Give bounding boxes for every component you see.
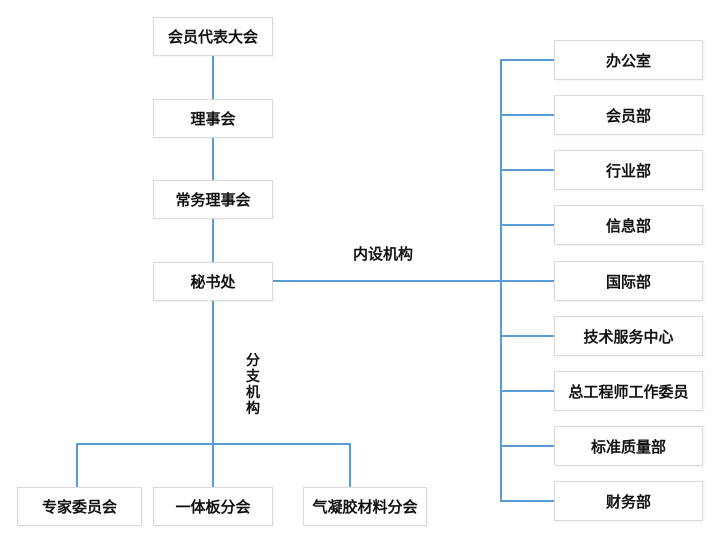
node-chief-engineer-committee: 总工程师工作委员 <box>554 371 703 411</box>
node-expert-committee: 专家委员会 <box>17 487 142 526</box>
connector-line <box>212 219 214 262</box>
node-finance-dept: 财务部 <box>554 481 703 521</box>
connector-line <box>501 114 555 116</box>
node-office: 办公室 <box>554 40 703 80</box>
connector-line <box>212 138 214 180</box>
node-standards-quality-dept: 标准质量部 <box>554 426 703 466</box>
node-tech-service-center: 技术服务中心 <box>554 316 703 356</box>
node-standing-council: 常务理事会 <box>153 180 273 219</box>
connector-line <box>76 443 78 487</box>
connector-line <box>212 301 214 487</box>
connector-line <box>273 280 555 282</box>
connector-line <box>501 169 555 171</box>
connector-line <box>76 443 351 445</box>
node-international-dept: 国际部 <box>554 261 703 301</box>
connector-line <box>212 56 214 99</box>
connector-line <box>501 224 555 226</box>
node-integrated-panel-branch: 一体板分会 <box>153 487 273 526</box>
node-aerogel-materials-branch: 气凝胶材料分会 <box>303 487 427 526</box>
connector-line <box>501 390 555 392</box>
connector-line <box>501 445 555 447</box>
connector-line <box>349 443 351 487</box>
branch-orgs-label: 分支机构 <box>246 352 260 416</box>
connector-line <box>501 500 555 502</box>
node-industry-dept: 行业部 <box>554 150 703 190</box>
node-information-dept: 信息部 <box>554 205 703 245</box>
node-secretariat: 秘书处 <box>153 262 273 301</box>
node-member-assembly: 会员代表大会 <box>153 17 273 56</box>
connector-line <box>501 335 555 337</box>
node-membership-dept: 会员部 <box>554 95 703 135</box>
internal-orgs-label: 内设机构 <box>353 246 414 263</box>
connector-line <box>501 59 555 61</box>
node-council: 理事会 <box>153 99 273 138</box>
connector-line <box>500 59 502 502</box>
